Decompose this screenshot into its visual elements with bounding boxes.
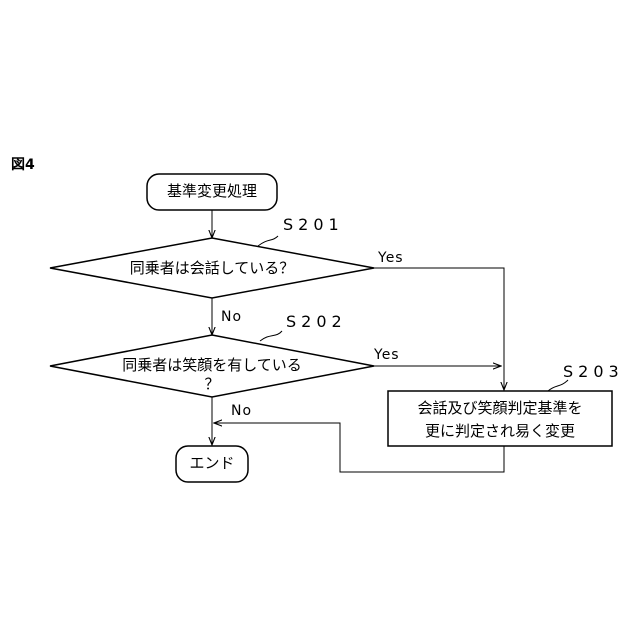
arrow-s201-yes <box>374 268 504 390</box>
s201-question: 同乗者は会話している？ <box>130 261 295 276</box>
figure-label: 図4 <box>11 158 35 172</box>
s203-step-label: S203 <box>563 364 624 380</box>
s201-leader <box>258 236 278 246</box>
s201-step-label: S201 <box>283 217 344 233</box>
s203-action-line1: 会話及び笑顔判定基準を <box>417 401 582 416</box>
s201-yes-label: Yes <box>378 251 404 265</box>
s202-question-line2: ？ <box>204 377 219 392</box>
s202-yes-label: Yes <box>374 348 400 362</box>
start-label: 基準変更処理 <box>167 184 257 199</box>
s202-step-label: S202 <box>286 314 347 330</box>
s202-no-label: No <box>231 404 252 418</box>
end-label: エンド <box>189 456 234 471</box>
s203-leader <box>548 380 568 391</box>
s202-question-line1: 同乗者は笑顔を有している <box>122 358 302 373</box>
s203-action-line2: 更に判定され易く変更 <box>425 424 575 439</box>
s202-leader <box>260 331 282 341</box>
s201-no-label: No <box>221 310 242 324</box>
